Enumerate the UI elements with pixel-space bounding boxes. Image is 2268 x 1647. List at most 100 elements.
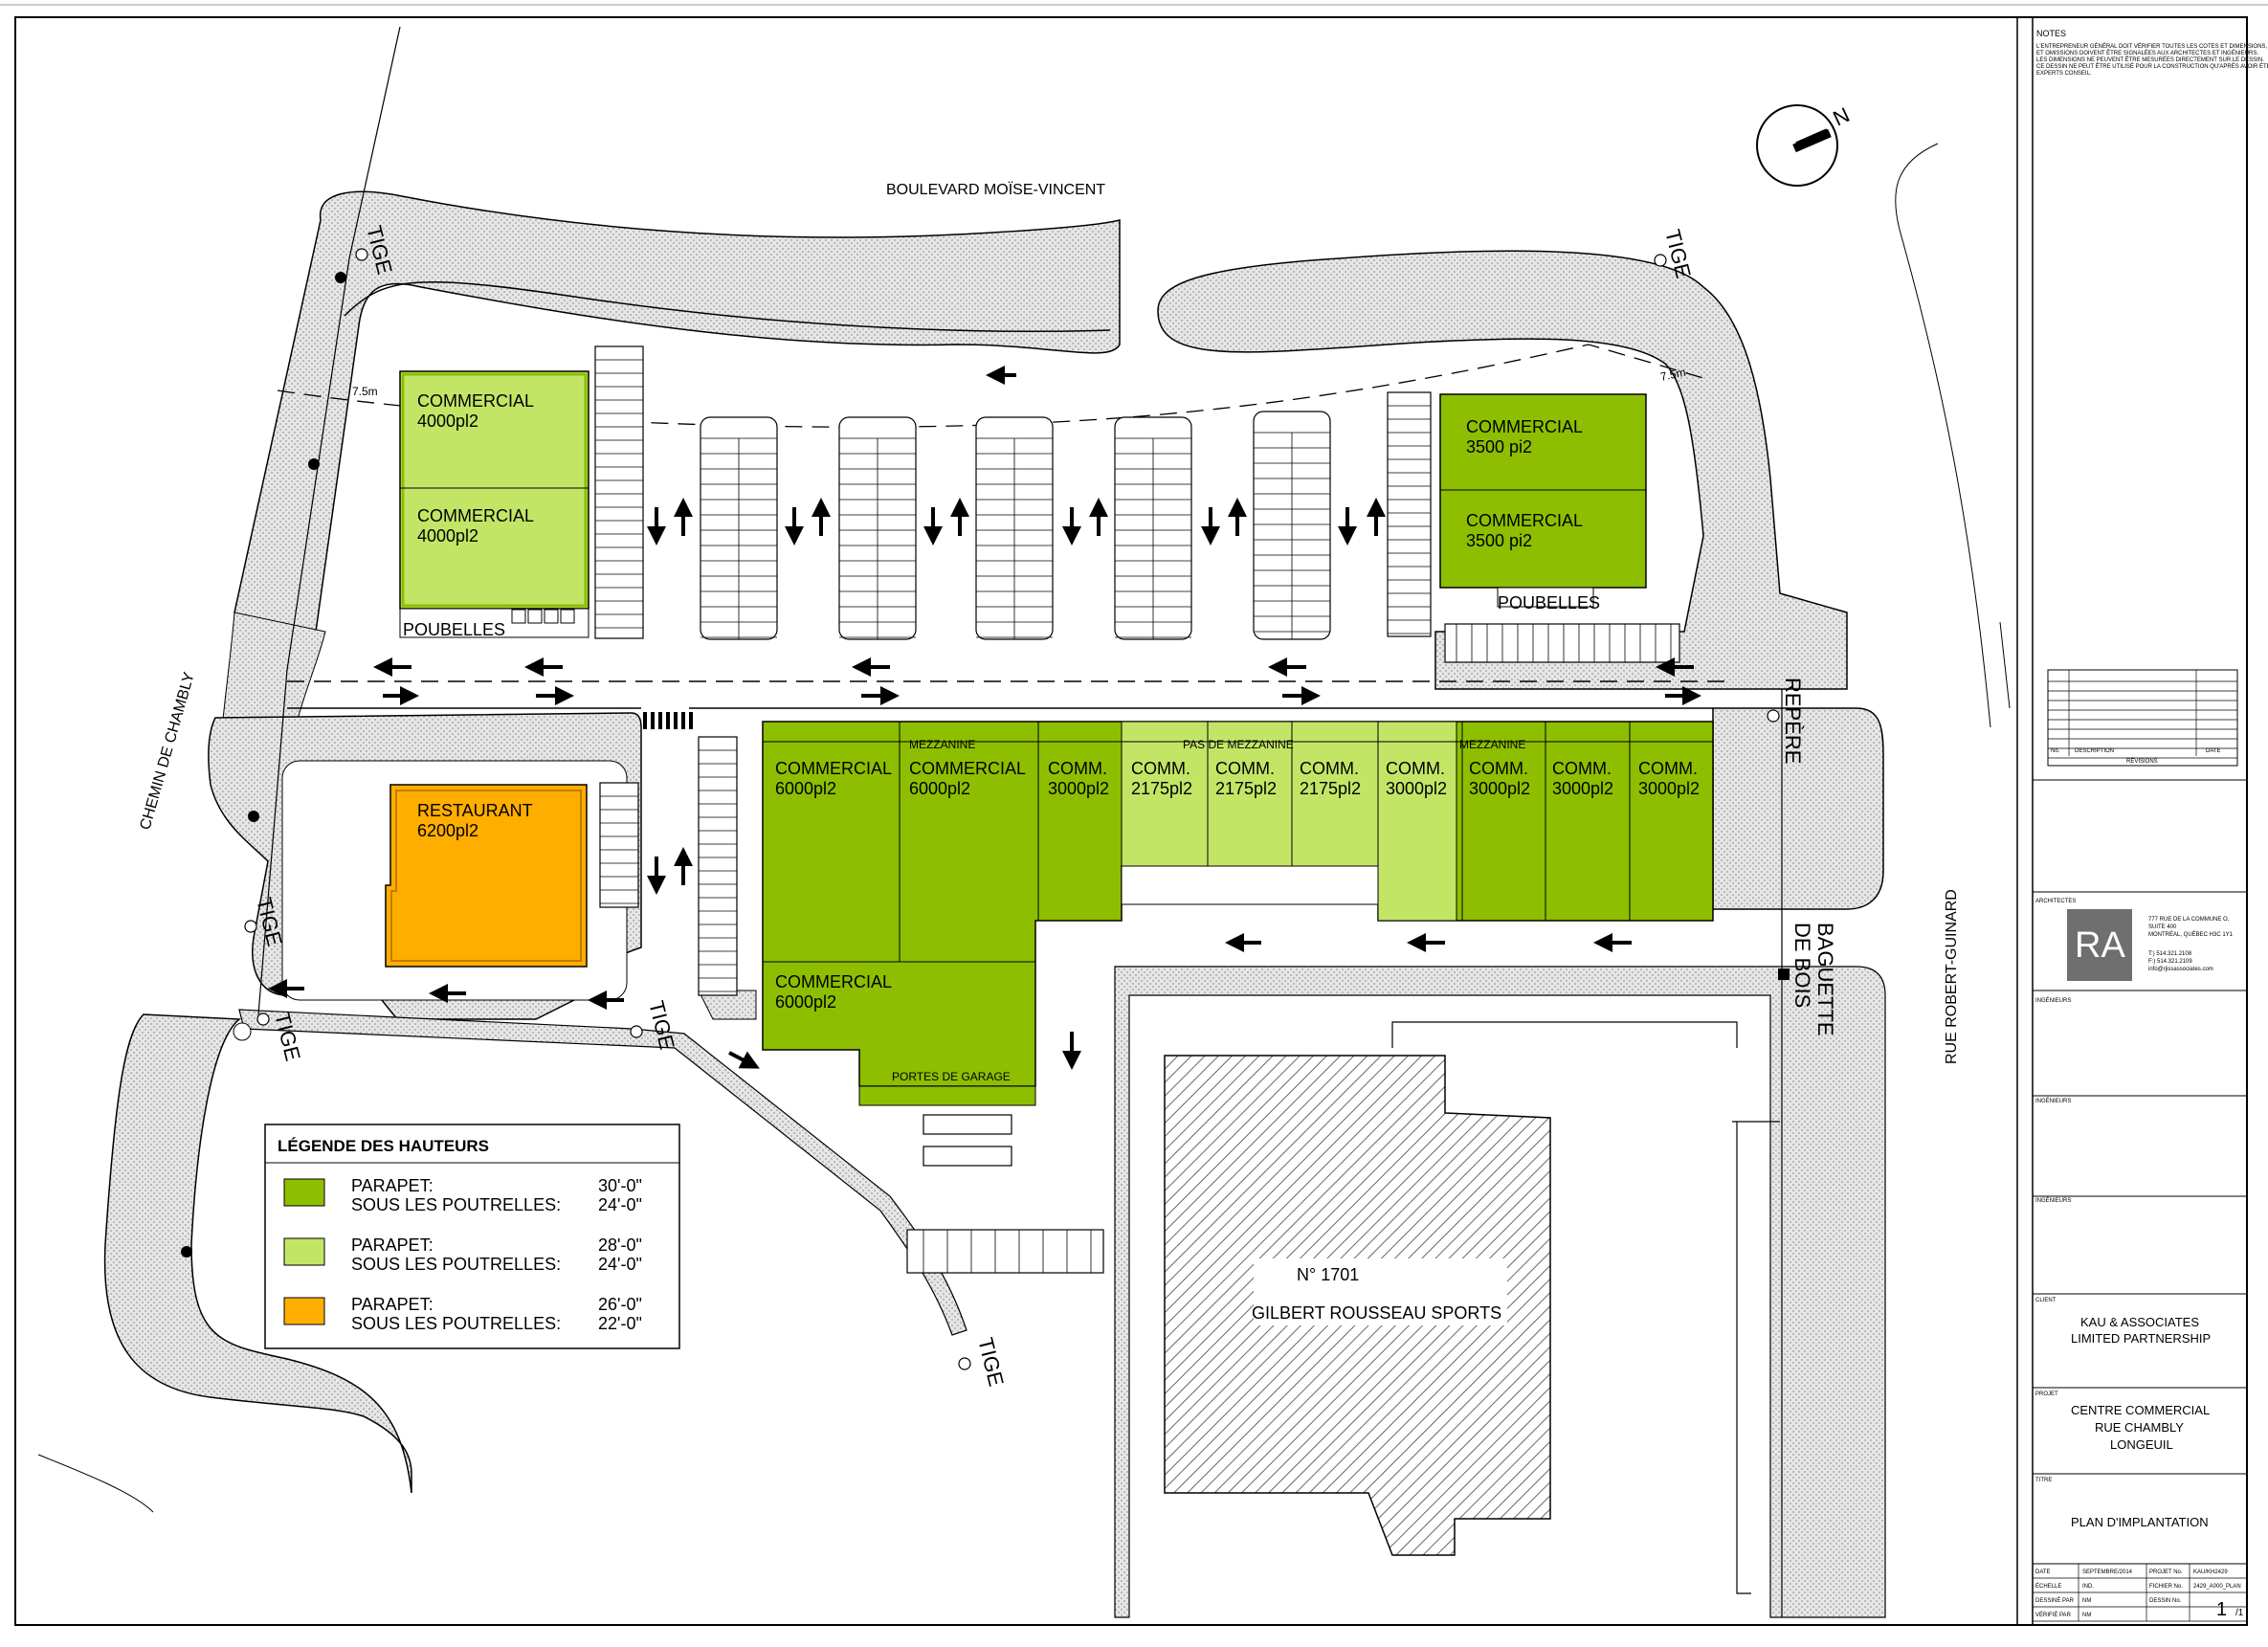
firm-addr-1: 777 RUE DE LA COMMUNE O,: [2148, 917, 2230, 923]
legend-row-3-l1: PARAPET:: [351, 1295, 434, 1314]
strip-unit-1-line1: COMMERCIAL: [775, 759, 892, 778]
strip-unit-2-line2: 6000pl2: [909, 779, 970, 798]
building-ne: [1439, 393, 1647, 589]
architect-logo: [2067, 909, 2132, 981]
tb-cell-2-2: DESSIN No.: [2149, 1598, 2182, 1604]
ingenieurs-hdr-2: INGÉNIEURS: [2035, 1098, 2071, 1104]
strip-lower-line2: 6000pl2: [775, 992, 836, 1012]
tb-cell-3-1: NM: [2082, 1613, 2091, 1618]
legend-swatch-2: [283, 1237, 325, 1266]
south-east-landscape: [1712, 707, 1884, 910]
tb-cell-0-2: PROJET No.: [2149, 1569, 2183, 1575]
projet-line3: LONGEUIL: [2110, 1437, 2173, 1452]
strip-unit-8-line1: COMM.: [1469, 759, 1528, 778]
tb-cell-1-2: FICHIER No.: [2149, 1584, 2183, 1590]
strip-unit-7-line1: COMM.: [1386, 759, 1445, 778]
road-north-label: BOULEVARD MOÏSE-VINCENT: [886, 181, 1105, 198]
tb-cell-0-1: SEPTEMBRE/2014: [2082, 1569, 2133, 1575]
sheet-total: /1: [2235, 1608, 2244, 1618]
strip-unit-10-line1: COMM.: [1638, 759, 1698, 778]
poubelles-e: POUBELLES: [1498, 593, 1600, 612]
sheet-number: 1: [2216, 1599, 2227, 1620]
building-restaurant: [385, 784, 588, 968]
existing-line1: N° 1701: [1297, 1265, 1359, 1284]
parking-stall-lines: [595, 359, 1672, 1273]
nw-top-line1: COMMERCIAL: [417, 391, 534, 411]
strip-unit-7-line2: 3000pl2: [1386, 779, 1447, 798]
strip-unit-9-line1: COMM.: [1552, 759, 1612, 778]
client-line2: LIMITED PARTNERSHIP: [2071, 1331, 2211, 1346]
north-landscape-strip: [233, 190, 1121, 652]
traffic-arrows: [268, 366, 1701, 1070]
notes-title: NOTES: [2036, 29, 2066, 38]
title-block: [2016, 17, 2247, 1625]
revisions-grid: [2048, 670, 2237, 759]
tb-cell-1-1: IND.: [2082, 1584, 2094, 1590]
east-sidewalk: [1114, 966, 1886, 1618]
strip-unit-5-line2: 2175pl2: [1215, 779, 1277, 798]
legend-row-2-l1: PARAPET:: [351, 1235, 434, 1255]
strip-unit-6-line2: 2175pl2: [1300, 779, 1361, 798]
client-hdr: CLIENT: [2035, 1298, 2057, 1303]
utility-poles: [181, 272, 1790, 1258]
nw-bottom-line1: COMMERCIAL: [417, 506, 534, 525]
poubelles-w: POUBELLES: [403, 620, 505, 639]
strip-unit-4-line2: 2175pl2: [1131, 779, 1192, 798]
legend-row-2-v1: 28'-0": [598, 1235, 642, 1255]
legend-row-1-l1: PARAPET:: [351, 1176, 434, 1195]
legend-box: [264, 1124, 680, 1349]
strip-unit-5-line1: COMM.: [1215, 759, 1275, 778]
traffic-arrow-33: [728, 1051, 760, 1069]
restaurant-line1: RESTAURANT: [417, 801, 533, 820]
pas-de-mezzanine: PAS DE MEZZANINE: [1183, 738, 1294, 751]
ne-top-line1: COMMERCIAL: [1466, 417, 1583, 436]
diagonal-sidewalk: [238, 1009, 967, 1336]
setback-label-e: 7.5m: [1659, 366, 1687, 384]
north-landscape-east: [1157, 250, 1848, 690]
firm-addr-3: MONTRÉAL, QUÉBEC H3C 1Y1: [2148, 931, 2234, 938]
strip-unit-10-line2: 3000pl2: [1638, 779, 1700, 798]
drawing-border: [14, 16, 2248, 1626]
firm-tel-1: T:) 514.321.2108: [2148, 951, 2192, 957]
repere-label: REPÈRE: [1781, 678, 1805, 764]
sw-landscape: [103, 1013, 412, 1494]
notes-line-1: L'ENTREPRENEUR GÉNÉRAL DOIT VÉRIFIER TOU…: [2036, 43, 2268, 50]
legend-row-3-v1: 26'-0": [598, 1295, 642, 1314]
ingenieurs-hdr-1: INGÉNIEURS: [2035, 997, 2071, 1004]
rev-date: DATE: [2206, 748, 2221, 754]
existing-line2: GILBERT ROUSSEAU SPORTS: [1252, 1303, 1501, 1323]
road-east-label: RUE ROBERT-GUINARD: [1944, 889, 1960, 1064]
mezzanine-right: MEZZANINE: [1459, 738, 1525, 751]
titre-hdr: TITRE: [2035, 1478, 2052, 1483]
ne-top-line2: 3500 pi2: [1466, 437, 1532, 456]
legend-row-3-l2: SOUS LES POUTRELLES:: [351, 1314, 561, 1333]
notes-line-4: CE DESSIN NE PEUT ÊTRE UTILISÉ POUR LA C…: [2036, 62, 2268, 70]
projet-line1: CENTRE COMMERCIAL: [2071, 1403, 2210, 1417]
title-block-bottom-grid: [2033, 1563, 2247, 1622]
rev-no: No.: [2051, 748, 2060, 754]
projet-line2: RUE CHAMBLY: [2095, 1420, 2184, 1435]
garage-doors-label: PORTES DE GARAGE: [892, 1070, 1011, 1083]
legend-row-2-v2: 24'-0": [598, 1255, 642, 1274]
tb-cell-2-0: DESSINÉ PAR: [2035, 1597, 2075, 1604]
nw-bottom-line2: 4000pl2: [417, 526, 478, 545]
tb-cell-0-0: DATE: [2035, 1569, 2051, 1575]
tb-cell-2-1: NM: [2082, 1598, 2091, 1604]
rev-title: RÉVISIONS: [2126, 758, 2158, 765]
strip-unit-9-line2: 3000pl2: [1552, 779, 1613, 798]
tb-cell-1-3: 2429_A000_PLAN: [2193, 1584, 2241, 1590]
ingenieurs-hdr-3: INGÉNIEURS: [2035, 1197, 2071, 1204]
legend-row-3-v2: 22'-0": [598, 1314, 642, 1333]
strip-unit-2-line1: COMMERCIAL: [909, 759, 1026, 778]
baguette-label-1: BAGUETTE: [1813, 923, 1837, 1036]
firm-tel-2: F:) 514.321.2109: [2148, 959, 2192, 965]
strip-unit-4-line1: COMM.: [1131, 759, 1190, 778]
tige-label-6: TIGE: [973, 1335, 1009, 1389]
rev-desc: DESCRIPTION: [2075, 748, 2114, 754]
strip-unit-3-line2: 3000pl2: [1048, 779, 1109, 798]
nw-top-line2: 4000pl2: [417, 412, 478, 431]
legend-row-1-v2: 24'-0": [598, 1195, 642, 1214]
firm-tel-3: info@rjissassociates.com: [2148, 967, 2213, 972]
